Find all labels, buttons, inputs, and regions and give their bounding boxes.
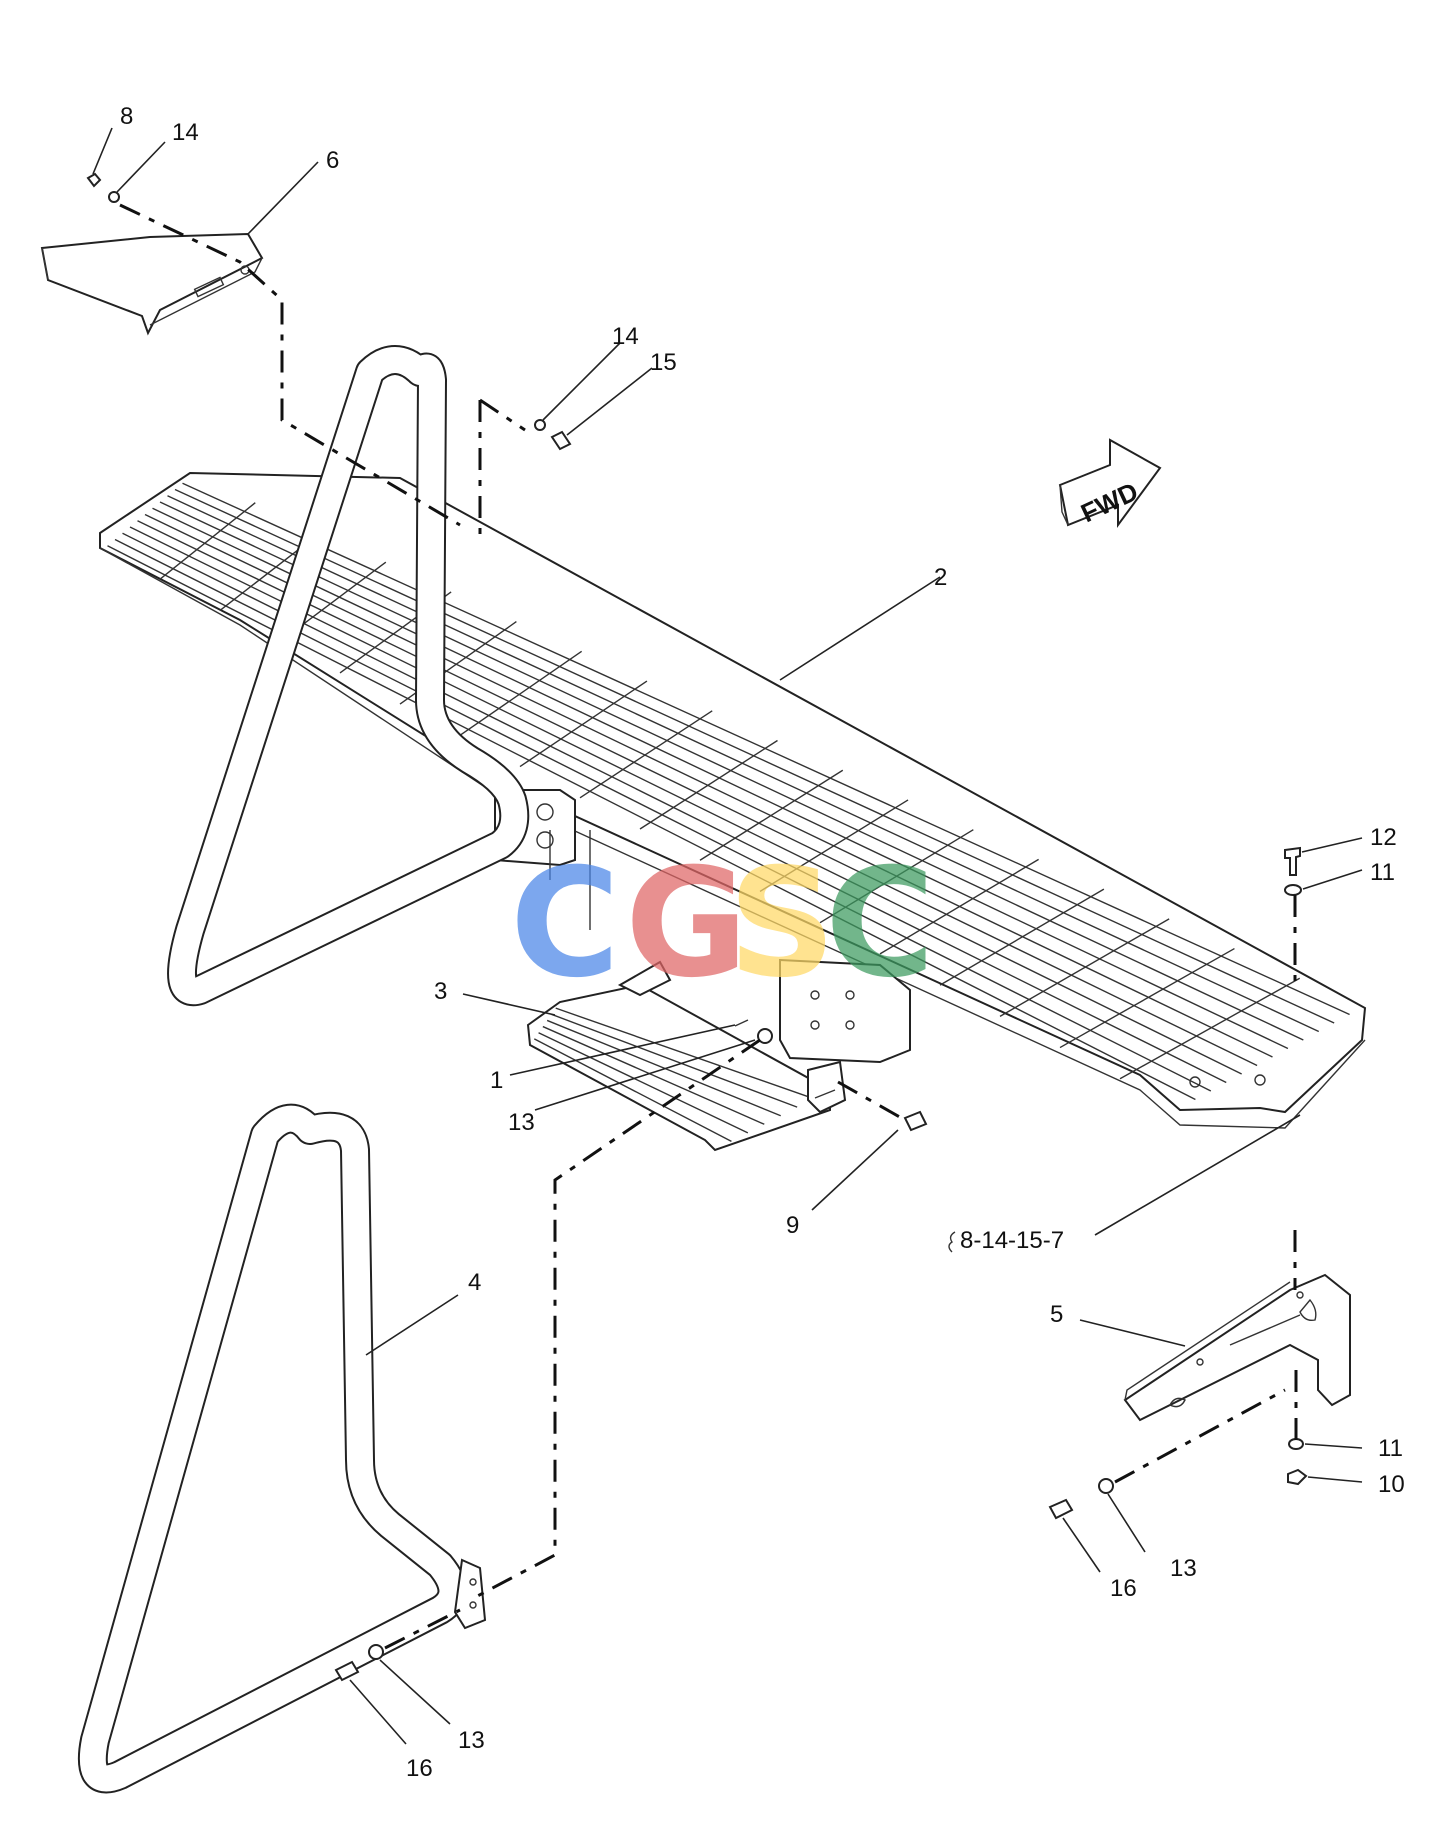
- part-3-step-grating: [526, 960, 847, 1152]
- watermark-letter-g: G: [625, 837, 748, 1011]
- callout-2: 2: [934, 564, 947, 591]
- watermark-letter-c1: C: [510, 837, 620, 1011]
- callout-8: 8: [120, 103, 133, 130]
- callout-10: 10: [1378, 1471, 1405, 1498]
- grating-crossbar: [759, 799, 909, 893]
- callouts: 8 14 6 14 15 2 12 11 3 1 13 9 8-14-15-7 …: [120, 103, 1405, 1782]
- washer-13-center: [757, 1028, 773, 1044]
- nut-8: [86, 172, 102, 188]
- brace-mark: [948, 1231, 956, 1253]
- step-bar: [546, 1019, 781, 1117]
- callout-13-bottom: 13: [458, 1727, 485, 1754]
- callout-4: 4: [468, 1269, 481, 1296]
- callout-16-bottom: 16: [406, 1755, 433, 1782]
- grating-bar: [137, 520, 1258, 1067]
- bolt-16-bottom: [334, 1660, 360, 1682]
- callout-6: 6: [326, 147, 339, 174]
- callout-14-top: 14: [172, 119, 199, 146]
- grating-longitudinal-bars: [107, 482, 1350, 1101]
- assembly-lines: [119, 203, 1298, 1650]
- grating-crossbar: [519, 680, 648, 768]
- watermark: C G S C: [510, 837, 935, 1011]
- washer-14-mid: [534, 419, 546, 431]
- grating-crossbar: [1059, 947, 1235, 1049]
- part-2-walkway-grating: [99, 471, 1367, 1129]
- callout-11-low: 11: [1378, 1435, 1403, 1462]
- part-5-bracket: [1123, 1273, 1351, 1422]
- washer-11-low: [1288, 1438, 1304, 1450]
- grating-bar: [144, 513, 1273, 1058]
- callout-12: 12: [1370, 824, 1397, 851]
- bolt-16-right: [1048, 1498, 1074, 1520]
- washer-11-top: [1284, 884, 1302, 896]
- part-6-cover-plate: [40, 232, 264, 336]
- step-bar: [538, 1032, 749, 1134]
- grating-crossbar: [159, 502, 256, 580]
- step-bar: [542, 1025, 765, 1125]
- callout-5: 5: [1050, 1301, 1063, 1328]
- callout-1: 1: [490, 1067, 503, 1094]
- step-longitudinal-bars: [533, 1007, 814, 1143]
- callout-16-right: 16: [1110, 1575, 1137, 1602]
- bolt-15: [550, 430, 572, 451]
- step-bar: [551, 1013, 798, 1108]
- callout-15: 15: [650, 349, 677, 376]
- part-4-handrail-upper: [167, 345, 530, 1007]
- step-bar: [533, 1038, 732, 1143]
- fwd-arrow: FWD: [1058, 438, 1162, 528]
- grating-crossbar: [879, 858, 1039, 955]
- watermark-letter-s: S: [728, 837, 836, 1011]
- leader-lines: [92, 127, 1363, 1745]
- grating-crossbar: [939, 888, 1105, 986]
- watermark-letter-c2: C: [825, 837, 935, 1011]
- pin-1: [734, 1019, 749, 1027]
- grating-bar: [152, 507, 1289, 1050]
- grating-bar: [174, 488, 1335, 1024]
- grating-crossbar: [1119, 977, 1301, 1080]
- callout-3: 3: [434, 978, 447, 1005]
- washer-13-bottom: [368, 1644, 384, 1660]
- grating-bar: [122, 532, 1227, 1084]
- bolt-12: [1284, 846, 1301, 876]
- washer-14: [108, 191, 120, 203]
- grating-bar: [182, 482, 1350, 1016]
- hardware: [86, 172, 1308, 1682]
- bolt-9: [903, 1110, 928, 1132]
- callout-9: 9: [786, 1212, 799, 1239]
- part-4-handrail: [77, 1103, 487, 1794]
- callout-13-right: 13: [1170, 1555, 1197, 1582]
- callout-11-top: 11: [1370, 859, 1395, 886]
- grating-crossbar: [459, 650, 583, 736]
- washer-13-right: [1098, 1478, 1114, 1494]
- callout-13-center: 13: [508, 1109, 535, 1136]
- nut-10: [1287, 1468, 1308, 1486]
- callout-8-14-15-7: 8-14-15-7: [960, 1227, 1064, 1254]
- grating-bar: [167, 495, 1320, 1033]
- grating-bar: [129, 526, 1242, 1075]
- grating-crossbar: [699, 769, 844, 861]
- grating-bar: [159, 501, 1304, 1041]
- grating-crossbar: [579, 710, 713, 799]
- step-bar: [555, 1007, 814, 1100]
- callout-14-mid: 14: [612, 323, 639, 350]
- grating-crossbar: [999, 918, 1170, 1017]
- grating-crossbar: [819, 829, 974, 924]
- grating-crossbar: [639, 739, 778, 830]
